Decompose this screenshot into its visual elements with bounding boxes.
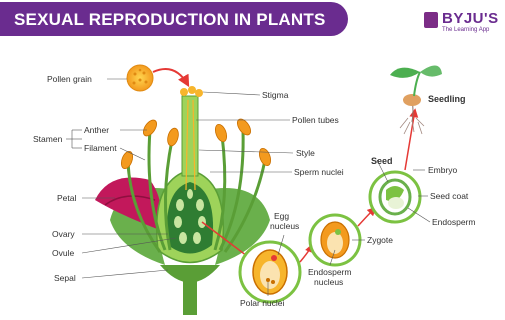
label-ovary: Ovary	[52, 229, 75, 239]
label-pollen-tubes: Pollen tubes	[292, 115, 339, 125]
label-sepal: Sepal	[54, 273, 76, 283]
label-filament: Filament	[84, 143, 117, 153]
label-sperm-nuclei: Sperm nuclei	[294, 167, 344, 177]
label-endosperm: Endosperm	[432, 217, 475, 227]
pollination-arrow	[153, 69, 188, 85]
label-petal: Petal	[57, 193, 76, 203]
pollen-grain-shape	[127, 65, 153, 91]
label-endosperm-nucleus-line2: nucleus	[314, 277, 343, 287]
label-embryo: Embryo	[428, 165, 458, 175]
label-seed-coat: Seed coat	[430, 191, 469, 201]
ovule-zoom-shape	[240, 242, 300, 302]
label-style: Style	[296, 148, 315, 158]
label-ovule: Ovule	[52, 248, 74, 258]
stigma-shape	[180, 86, 203, 97]
label-anther: Anther	[84, 125, 109, 135]
label-egg-nucleus-line2: nucleus	[270, 221, 299, 231]
stem-shape	[183, 280, 197, 315]
seed-shape	[370, 172, 420, 222]
label-stigma: Stigma	[262, 90, 289, 100]
label-egg-nucleus-line1: Egg	[274, 211, 289, 221]
label-zygote: Zygote	[367, 235, 393, 245]
label-seed: Seed	[371, 156, 393, 166]
germination-arrow	[405, 110, 415, 170]
style-shape	[182, 96, 198, 176]
label-endosperm-nucleus-line1: Endosperm	[308, 267, 351, 277]
label-stamen: Stamen	[33, 134, 63, 144]
label-endosperm-nucleus: Endosperm nucleus	[308, 267, 354, 287]
receptacle-shape	[160, 265, 220, 283]
label-polar-nuclei: Polar nuclei	[240, 298, 285, 308]
label-seedling: Seedling	[428, 94, 466, 104]
label-pollen-grain: Pollen grain	[47, 74, 92, 84]
label-egg-nucleus: Egg nucleus	[270, 211, 299, 231]
